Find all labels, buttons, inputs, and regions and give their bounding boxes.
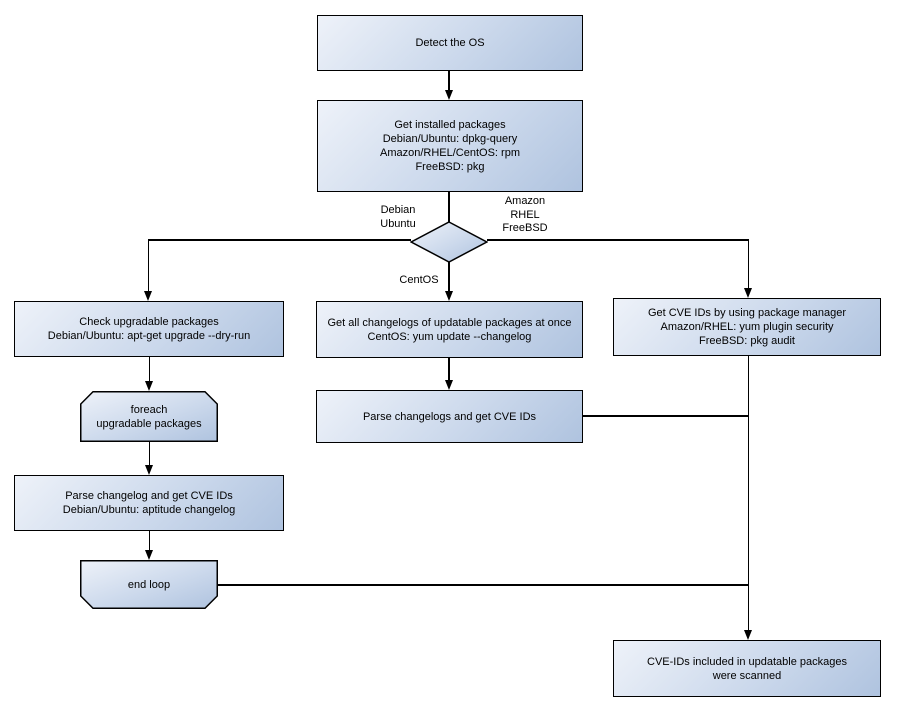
node-get-all-changelogs-label: Get all changelogs of updatable packages…: [327, 316, 572, 343]
loop-end-shape: [80, 560, 218, 609]
arrowhead-to-endloop: [145, 550, 153, 560]
edge-endloop-to-collector: [218, 584, 749, 586]
edge-decision-left-horizontal: [148, 239, 411, 241]
node-check-upgradable-packages-label: Check upgradable packages Debian/Ubuntu:…: [47, 316, 251, 342]
node-result-scanned-label: CVE-IDs included in updatable packages w…: [647, 655, 847, 682]
arrowhead-to-parse-mid: [445, 380, 453, 390]
node-end-loop-label: end loop: [127, 578, 171, 591]
node-parse-changelog-left: Parse changelog and get CVE IDs Debian/U…: [14, 475, 284, 531]
arrowhead-to-installed: [445, 90, 453, 100]
node-result-scanned: CVE-IDs included in updatable packages w…: [613, 640, 881, 697]
edge-label-debian-ubuntu: Debian Ubuntu: [380, 204, 416, 230]
arrowhead-to-result: [744, 630, 752, 640]
node-get-all-changelogs: Get all changelogs of updatable packages…: [316, 301, 583, 358]
diamond-shape: [410, 221, 488, 263]
edge-decision-down: [448, 261, 450, 292]
arrowhead-to-parse-left: [145, 465, 153, 475]
edge-check-to-foreach: [148, 357, 150, 382]
edge-decision-right-horizontal: [487, 239, 749, 241]
node-os-decision-diamond: [410, 221, 488, 263]
node-detect-os-label: Detect the OS: [415, 37, 485, 49]
arrowhead-to-check-upgradable: [144, 291, 152, 301]
node-end-loop: end loop: [80, 560, 218, 609]
node-get-installed-packages: Get installed packages Debian/Ubuntu: dp…: [317, 100, 583, 192]
edge-label-amazon-rhel-freebsd: Amazon RHEL FreeBSD: [502, 195, 548, 234]
node-get-installed-packages-label: Get installed packages Debian/Ubuntu: dp…: [380, 119, 520, 173]
edge-parse-to-endloop: [148, 531, 150, 551]
node-check-upgradable-packages: Check upgradable packages Debian/Ubuntu:…: [14, 301, 284, 357]
edge-detect-to-installed: [448, 71, 450, 91]
edge-collector-down: [747, 356, 749, 631]
loop-start-shape: [80, 391, 218, 442]
node-foreach-upgradable-packages: foreach upgradable packages: [80, 391, 218, 442]
edge-label-centos: CentOS: [399, 274, 439, 286]
arrowhead-to-foreach: [145, 381, 153, 391]
arrowhead-to-get-changelogs: [445, 291, 453, 301]
node-detect-os: Detect the OS: [317, 15, 583, 71]
edge-changelogs-to-parse-mid: [448, 358, 450, 381]
edge-decision-right-vertical: [747, 240, 749, 289]
node-get-cve-ids-right: Get CVE IDs by using package manager Ama…: [613, 298, 881, 356]
arrowhead-to-get-cve-ids: [744, 288, 752, 298]
edge-decision-left-vertical: [147, 240, 149, 292]
node-get-cve-ids-right-label: Get CVE IDs by using package manager Ama…: [647, 307, 847, 347]
edge-foreach-to-parse: [148, 442, 150, 466]
node-foreach-label: foreach upgradable packages: [96, 403, 202, 430]
node-parse-changelog-left-label: Parse changelog and get CVE IDs Debian/U…: [62, 490, 236, 516]
node-parse-changelogs-mid: Parse changelogs and get CVE IDs: [316, 390, 583, 443]
node-parse-changelogs-mid-label: Parse changelogs and get CVE IDs: [362, 410, 537, 423]
edge-installed-to-decision: [448, 192, 450, 222]
edge-parse-mid-to-collector: [583, 415, 749, 417]
